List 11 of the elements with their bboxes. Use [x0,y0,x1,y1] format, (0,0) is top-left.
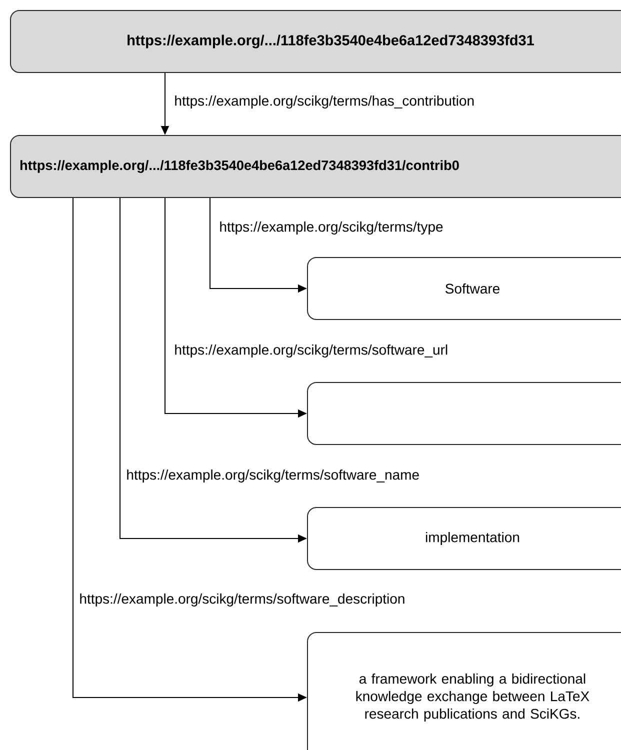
edge-label: https://example.org/scikg/terms/software_name [125,468,421,484]
literal-box [307,382,621,445]
edge-label: https://example.org/scikg/terms/software_description [78,592,406,608]
edge-label: https://example.org/scikg/terms/has_contribution [173,94,476,110]
literal-box: Software [307,257,621,320]
literal-box: a framework enabling a bidirectional knowledge exchange between LaTeX research publications and SciKGs. [307,632,621,750]
literal-box: implementation [307,507,621,570]
edge-label: https://example.org/scikg/terms/software_url [173,343,450,359]
edge-label: https://example.org/scikg/terms/type [218,220,444,236]
resource-box: https://example.org/.../118fe3b3540e4be6a12ed7348393fd31/contrib0 [10,135,621,198]
resource-box: https://example.org/.../118fe3b3540e4be6a12ed7348393fd31 [10,10,621,73]
